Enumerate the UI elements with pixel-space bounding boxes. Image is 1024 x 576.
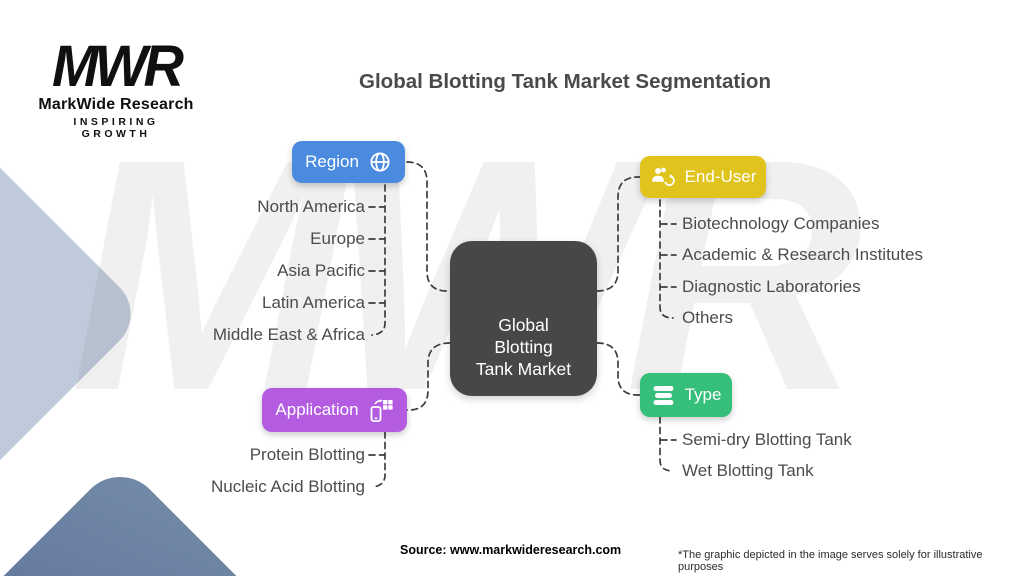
region-node-label: Region bbox=[305, 152, 359, 171]
connector-center-type bbox=[596, 342, 641, 396]
users-refresh-icon bbox=[650, 165, 676, 190]
connector-application-center bbox=[406, 342, 451, 411]
device-grid-icon bbox=[368, 397, 394, 424]
end-user-item: Biotechnology Companies bbox=[682, 214, 880, 233]
region-node: Region bbox=[292, 141, 405, 183]
region-item: Middle East & Africa bbox=[212, 325, 365, 344]
center-node-line: Tank Market bbox=[475, 359, 572, 379]
application-item: Protein Blotting bbox=[249, 445, 365, 464]
type-node: Type bbox=[640, 373, 732, 417]
region-item: Asia Pacific bbox=[277, 261, 365, 280]
type-item: Wet Blotting Tank bbox=[682, 461, 814, 480]
logo-mwr-mark: MWR bbox=[52, 32, 184, 99]
logo-tagline: INSPIRING GROWTH bbox=[73, 116, 159, 140]
end-user-node: End-User bbox=[640, 156, 766, 198]
application-node: Application bbox=[262, 388, 407, 432]
center-node-line: Blotting bbox=[494, 337, 553, 357]
connector-application-items bbox=[371, 431, 386, 488]
logo-company-name: MarkWide Research bbox=[38, 96, 194, 113]
end-user-node-label: End-User bbox=[684, 167, 757, 186]
connector-center-enduser bbox=[596, 176, 641, 292]
connector-region-center bbox=[406, 161, 451, 292]
end-user-item: Academic & Research Institutes bbox=[682, 245, 923, 264]
connector-type-items bbox=[659, 416, 674, 472]
type-node-label: Type bbox=[684, 385, 722, 404]
markwide-logo: MWR MarkWide Research INSPIRING GROWTH bbox=[36, 32, 196, 140]
region-item: North America bbox=[257, 197, 365, 216]
center-node-global-blotting-tank-market: Global Blotting Tank Market bbox=[450, 241, 597, 396]
application-node-label: Application bbox=[275, 400, 359, 419]
type-item: Semi-dry Blotting Tank bbox=[682, 430, 852, 449]
region-item: Europe bbox=[310, 229, 365, 248]
stacked-list-icon bbox=[651, 384, 676, 407]
connector-enduser-items bbox=[659, 199, 674, 319]
region-item: Latin America bbox=[262, 293, 365, 312]
globe-icon bbox=[368, 150, 392, 174]
application-item: Nucleic Acid Blotting bbox=[210, 477, 365, 496]
center-node-line: Global bbox=[498, 315, 549, 335]
end-user-item: Diagnostic Laboratories bbox=[682, 277, 861, 296]
connector-region-items bbox=[371, 184, 386, 336]
end-user-item: Others bbox=[682, 308, 734, 327]
disclaimer-text: *The graphic depicted in the image serve… bbox=[678, 549, 983, 573]
page-title: Global Blotting Tank Market Segmentation bbox=[359, 70, 771, 93]
source-text: Source: www.markwideresearch.com bbox=[400, 543, 622, 557]
